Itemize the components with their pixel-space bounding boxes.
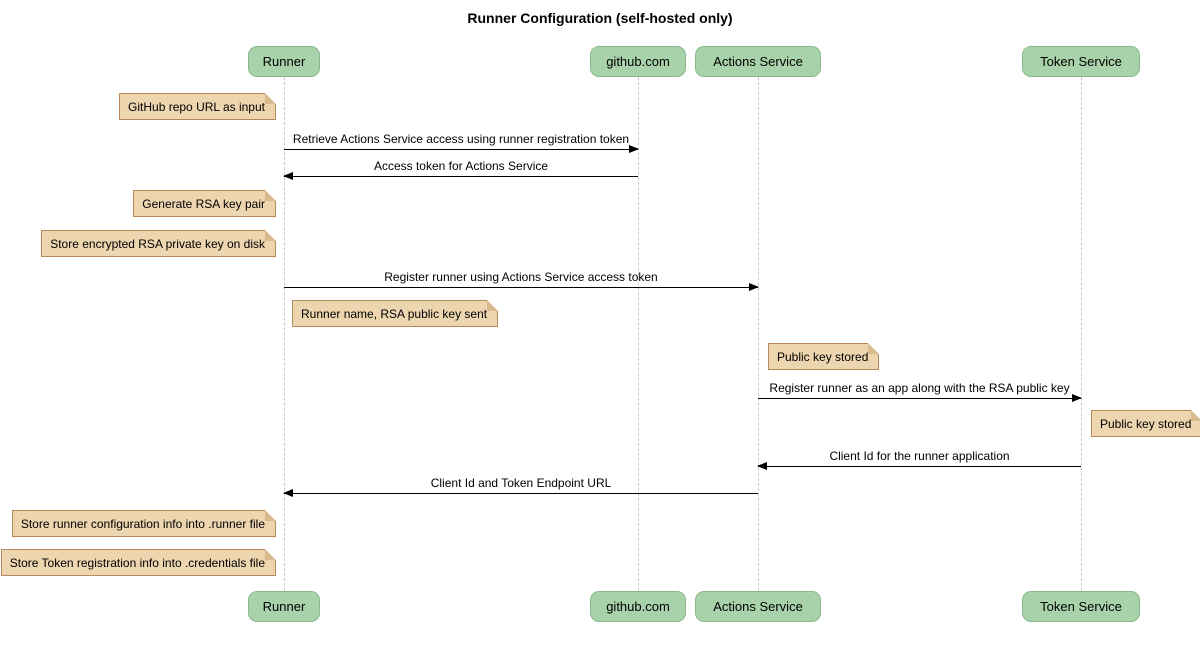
message-label: Register runner using Actions Service ac… <box>384 270 658 284</box>
message-line <box>284 149 638 150</box>
participant-actions-service-top: Actions Service <box>695 46 821 77</box>
diagram-title: Runner Configuration (self-hosted only) <box>467 10 733 26</box>
note-public-key-stored-token: Public key stored <box>1091 410 1200 438</box>
message-label: Register runner as an app along with the… <box>769 381 1070 395</box>
message-label: Retrieve Actions Service access using ru… <box>292 132 630 146</box>
participant-github-bottom: github.com <box>590 591 686 622</box>
note-github-repo-url: GitHub repo URL as input <box>119 93 276 121</box>
arrowhead-left-icon <box>283 172 293 180</box>
message-line <box>284 287 758 288</box>
participant-runner-top: Runner <box>248 46 320 77</box>
lifeline-actions-service <box>758 77 759 591</box>
arrowhead-right-icon <box>629 145 639 153</box>
note-generate-rsa-key-pair: Generate RSA key pair <box>133 190 276 218</box>
participant-github-top: github.com <box>590 46 686 77</box>
arrowhead-right-icon <box>1072 394 1082 402</box>
note-store-private-key: Store encrypted RSA private key on disk <box>41 230 276 258</box>
message-label: Client Id and Token Endpoint URL <box>430 476 612 490</box>
note-public-key-stored-actions: Public key stored <box>768 343 880 371</box>
message-line <box>284 493 758 494</box>
lifeline-github <box>638 77 639 591</box>
message-line <box>758 466 1081 467</box>
arrowhead-right-icon <box>749 283 759 291</box>
lifeline-token-service <box>1081 77 1082 591</box>
arrowhead-left-icon <box>283 489 293 497</box>
participant-actions-service-bottom: Actions Service <box>695 591 821 622</box>
participant-runner-bottom: Runner <box>248 591 320 622</box>
participant-token-service-bottom: Token Service <box>1022 591 1140 622</box>
message-label: Access token for Actions Service <box>373 159 549 173</box>
note-runner-name-sent: Runner name, RSA public key sent <box>292 300 499 328</box>
message-label: Client Id for the runner application <box>829 449 1010 463</box>
note-store-runner-file: Store runner configuration info into .ru… <box>11 509 277 538</box>
message-line <box>284 176 638 177</box>
participant-token-service-top: Token Service <box>1022 46 1140 77</box>
arrowhead-left-icon <box>757 462 767 470</box>
lifeline-runner <box>284 77 285 591</box>
message-line <box>758 398 1081 399</box>
note-store-credentials-file: Store Token registration info into .cred… <box>0 549 277 577</box>
